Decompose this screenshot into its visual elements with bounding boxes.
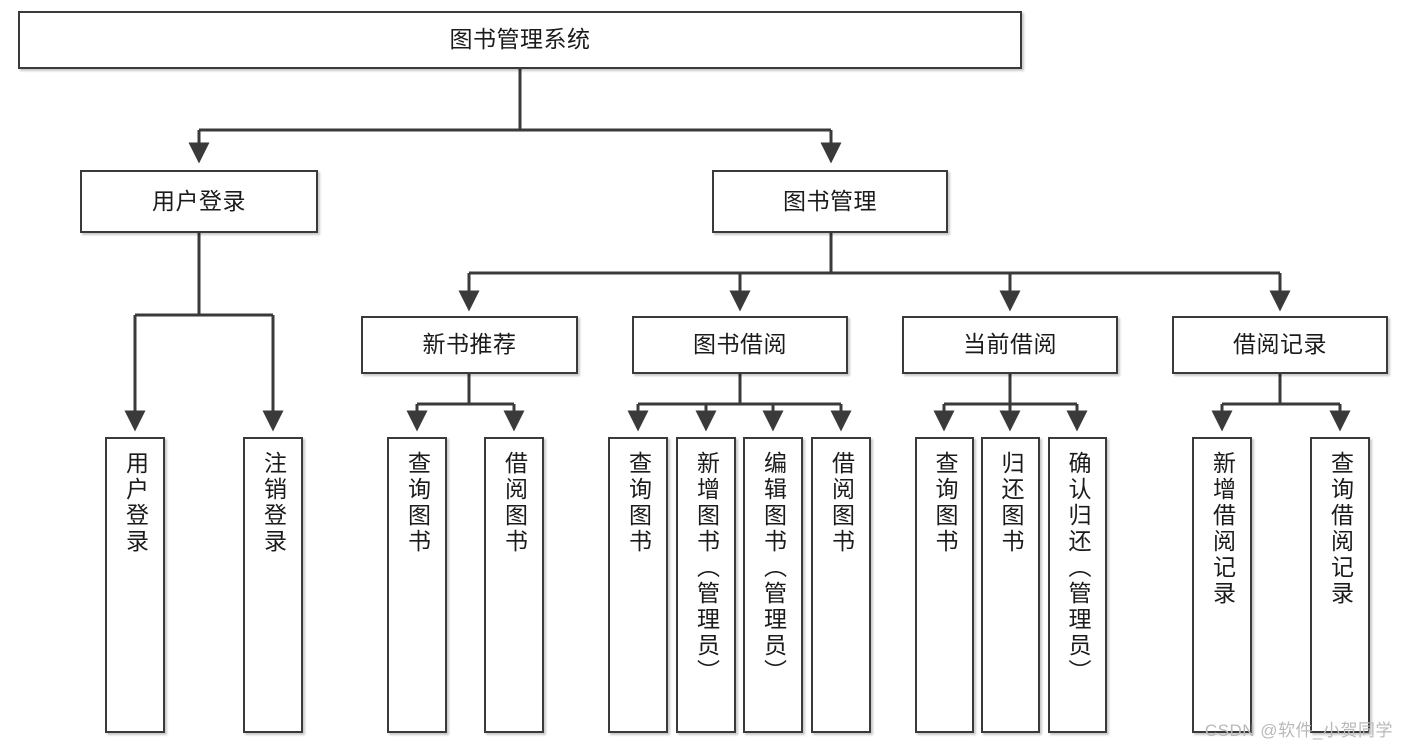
- leaf-query-books-new-label: 查询图书: [404, 451, 431, 555]
- leaf-confirm-return-admin-label: 确认归还（管理员）: [1065, 451, 1091, 685]
- leaf-return-book-label: 归还图书: [998, 451, 1024, 555]
- leaf-query-borrow-record-label: 查询借阅记录: [1327, 451, 1354, 607]
- leaf-edit-book-admin-label: 编辑图书（管理员）: [760, 451, 787, 685]
- leaf-query-books-current-label: 查询图书: [932, 451, 958, 555]
- leaf-add-borrow-record[interactable]: 新增借阅记录: [1192, 437, 1252, 733]
- node-user-login-label: 用户登录: [152, 187, 246, 214]
- leaf-borrow-books-new[interactable]: 借阅图书: [484, 437, 544, 733]
- leaf-user-login[interactable]: 用户登录: [105, 437, 165, 733]
- leaf-borrow-books-new-label: 借阅图书: [501, 451, 528, 555]
- leaf-query-books-borrow-label: 查询图书: [625, 451, 652, 555]
- leaf-logout-label: 注销登录: [260, 451, 287, 555]
- node-book-borrow[interactable]: 图书借阅: [632, 316, 848, 374]
- node-borrow-records[interactable]: 借阅记录: [1172, 316, 1388, 374]
- leaf-add-book-admin-label: 新增图书（管理员）: [693, 451, 720, 685]
- leaf-lend-book-label: 借阅图书: [828, 451, 855, 555]
- leaf-add-book-admin[interactable]: 新增图书（管理员）: [676, 437, 736, 733]
- leaf-query-books-current[interactable]: 查询图书: [915, 437, 974, 733]
- leaf-lend-book[interactable]: 借阅图书: [811, 437, 871, 733]
- node-book-management[interactable]: 图书管理: [712, 170, 948, 233]
- leaf-add-borrow-record-label: 新增借阅记录: [1209, 451, 1236, 607]
- leaf-query-books-borrow[interactable]: 查询图书: [608, 437, 668, 733]
- node-book-management-label: 图书管理: [783, 187, 877, 214]
- node-current-borrow-label: 当前借阅: [963, 331, 1057, 358]
- leaf-query-borrow-record[interactable]: 查询借阅记录: [1310, 437, 1370, 733]
- leaf-confirm-return-admin[interactable]: 确认归还（管理员）: [1048, 437, 1107, 733]
- node-new-book-recommend-label: 新书推荐: [422, 331, 517, 358]
- node-book-borrow-label: 图书借阅: [693, 331, 787, 358]
- node-borrow-records-label: 借阅记录: [1233, 331, 1327, 358]
- node-root-label: 图书管理系统: [449, 26, 591, 53]
- leaf-return-book[interactable]: 归还图书: [981, 437, 1040, 733]
- leaf-logout[interactable]: 注销登录: [243, 437, 303, 733]
- leaf-edit-book-admin[interactable]: 编辑图书（管理员）: [743, 437, 803, 733]
- node-root[interactable]: 图书管理系统: [18, 11, 1022, 69]
- node-current-borrow[interactable]: 当前借阅: [902, 316, 1118, 374]
- leaf-user-login-label: 用户登录: [122, 451, 149, 555]
- node-new-book-recommend[interactable]: 新书推荐: [361, 316, 578, 374]
- leaf-query-books-new[interactable]: 查询图书: [387, 437, 447, 733]
- node-user-login[interactable]: 用户登录: [80, 170, 318, 233]
- csdn-watermark: CSDN @软件_小贺同学: [1204, 721, 1393, 740]
